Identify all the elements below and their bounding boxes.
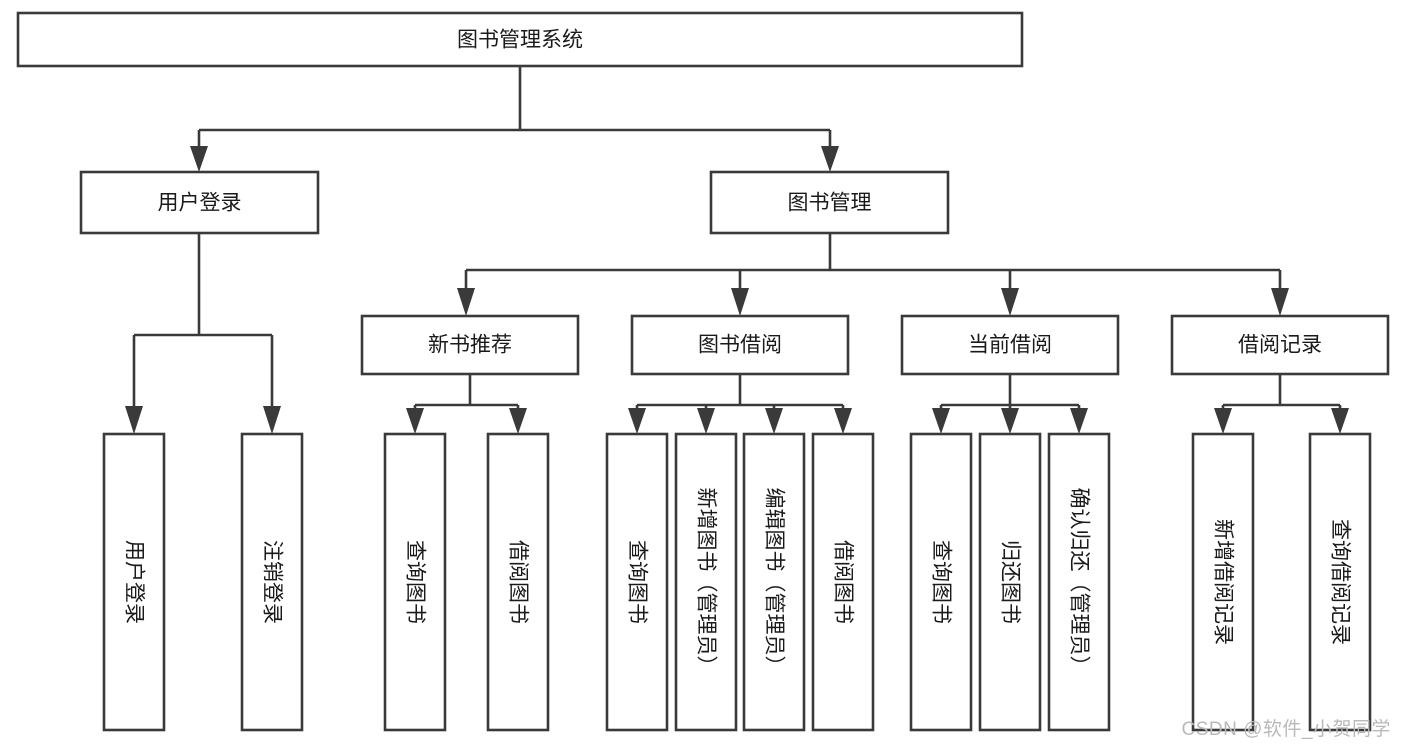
leaf-book-borrow-4-label: 借阅图书 <box>832 540 855 624</box>
arrowhead-leaf-bookborrow-1 <box>628 408 646 434</box>
leaf-current-borrow-3[interactable]: 确认归还（管理员） <box>1047 432 1111 732</box>
node-new-book-recommend[interactable]: 新书推荐 <box>360 314 580 376</box>
arrowhead-leaf-borrowrecord-2 <box>1331 408 1349 434</box>
leaf-new-book-2[interactable]: 借阅图书 <box>486 432 550 732</box>
node-book-management-label: 图书管理 <box>788 192 872 215</box>
leaf-book-borrow-1[interactable]: 查询图书 <box>605 432 669 732</box>
node-current-borrow[interactable]: 当前借阅 <box>900 314 1120 376</box>
arrowhead-leaf-user-login-1 <box>125 406 143 434</box>
arrowhead-leaf-bookborrow-3 <box>765 408 783 434</box>
node-current-borrow-label: 当前借阅 <box>968 334 1052 357</box>
leaf-book-borrow-2[interactable]: 新增图书（管理员） <box>674 432 738 732</box>
arrowhead-leaf-borrowrecord-1 <box>1214 408 1232 434</box>
node-root[interactable]: 图书管理系统 <box>16 11 1024 68</box>
arrowhead-borrowrecord <box>1271 288 1289 316</box>
leaf-current-borrow-1[interactable]: 查询图书 <box>909 432 973 732</box>
leaf-user-login-1-label: 用户登录 <box>123 540 146 624</box>
arrowhead-leaf-newbook-1 <box>406 408 424 434</box>
leaf-current-borrow-3-label: 确认归还（管理员） <box>1068 488 1091 677</box>
arrowhead-leaf-currentborrow-3 <box>1070 408 1088 434</box>
node-book-borrow-label: 图书借阅 <box>698 334 782 357</box>
arrowhead-leaf-newbook-2 <box>509 408 527 434</box>
connector-layer <box>125 66 1349 434</box>
leaf-borrow-record-1-label: 新增借阅记录 <box>1212 519 1235 645</box>
arrowhead-newbook <box>457 288 475 316</box>
arrowhead-leaf-bookborrow-4 <box>834 408 852 434</box>
arrowhead-leaf-user-login-2 <box>263 406 281 434</box>
leaf-user-login-2-label: 注销登录 <box>261 540 284 624</box>
leaf-current-borrow-2[interactable]: 归还图书 <box>978 432 1042 732</box>
leaf-borrow-record-2[interactable]: 查询借阅记录 <box>1308 432 1372 732</box>
arrowhead-bookborrow <box>731 288 749 316</box>
node-user-login-label: 用户登录 <box>158 192 242 215</box>
leaf-book-borrow-1-label: 查询图书 <box>626 540 649 624</box>
arrowhead-currentborrow <box>1001 288 1019 316</box>
node-book-management[interactable]: 图书管理 <box>709 170 950 235</box>
leaf-book-borrow-4[interactable]: 借阅图书 <box>811 432 875 732</box>
node-borrow-record[interactable]: 借阅记录 <box>1170 314 1390 376</box>
arrowhead-leaf-currentborrow-2 <box>1001 408 1019 434</box>
leaf-borrow-record-1[interactable]: 新增借阅记录 <box>1191 432 1255 732</box>
node-new-book-recommend-label: 新书推荐 <box>428 334 512 357</box>
leaf-book-borrow-3[interactable]: 编辑图书（管理员） <box>742 432 806 732</box>
arrowhead-leaf-currentborrow-1 <box>932 408 950 434</box>
node-borrow-record-label: 借阅记录 <box>1238 334 1322 357</box>
node-root-label: 图书管理系统 <box>457 29 583 52</box>
leaf-borrow-record-2-label: 查询借阅记录 <box>1329 519 1352 645</box>
leaf-current-borrow-1-label: 查询图书 <box>930 540 953 624</box>
leaf-user-login-1[interactable]: 用户登录 <box>102 432 166 732</box>
leaf-book-borrow-2-label: 新增图书（管理员） <box>695 488 718 677</box>
leaf-book-borrow-3-label: 编辑图书（管理员） <box>763 488 786 677</box>
leaf-user-login-2[interactable]: 注销登录 <box>240 432 304 732</box>
leaf-current-borrow-2-label: 归还图书 <box>999 540 1022 624</box>
leaf-new-book-1-label: 查询图书 <box>404 540 427 624</box>
arrowhead-bookmgmt <box>821 146 839 172</box>
node-user-login[interactable]: 用户登录 <box>79 170 320 235</box>
arrowhead-leaf-bookborrow-2 <box>697 408 715 434</box>
arrowhead-userlogin <box>190 146 208 172</box>
leaf-new-book-1[interactable]: 查询图书 <box>383 432 447 732</box>
node-book-borrow[interactable]: 图书借阅 <box>630 314 850 376</box>
leaf-new-book-2-label: 借阅图书 <box>507 540 530 624</box>
